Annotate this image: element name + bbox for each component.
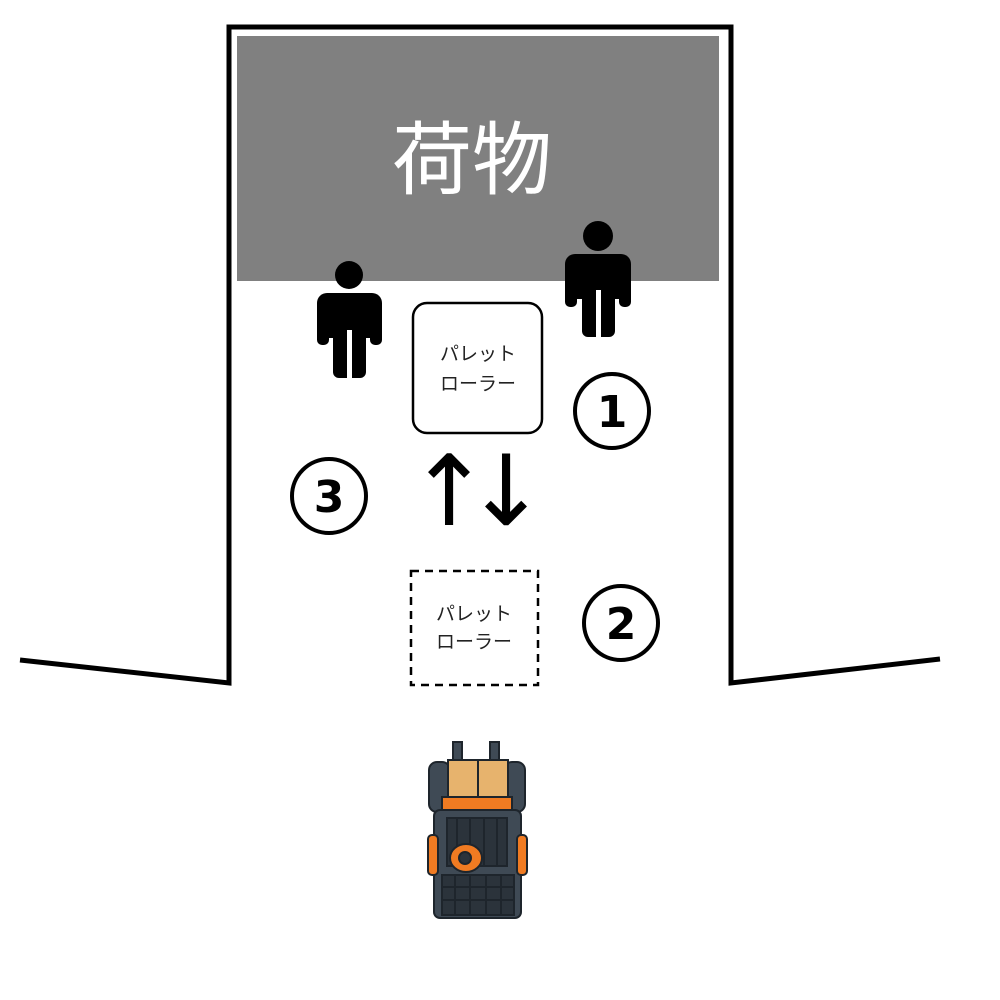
arrow-down: ↓: [465, 435, 547, 549]
pallet-roller-label-line2: ローラー: [440, 373, 516, 395]
pallet-roller-moved-label-line2: ローラー: [436, 631, 512, 653]
step-1-number: 1: [597, 387, 628, 438]
pallet-roller-current: パレット ローラー: [411, 301, 544, 435]
step-3-marker: 3: [290, 457, 368, 535]
cargo-label: 荷物: [392, 114, 552, 207]
step-3-number: 3: [314, 472, 345, 523]
step-2-number: 2: [606, 599, 637, 650]
person-icon: [317, 261, 382, 378]
wall-outline: [19, 24, 941, 686]
pallet-roller-moved-label-line1: パレット: [436, 603, 512, 625]
cargo-area: [237, 36, 719, 281]
pallet-roller-moved: パレット ローラー: [409, 569, 540, 687]
step-1-marker: 1: [573, 372, 651, 450]
step-2-marker: 2: [582, 584, 660, 662]
arrow-up: ↑: [408, 435, 490, 549]
pallet-roller-label-line1: パレット: [440, 343, 516, 365]
forklift-icon: [427, 741, 528, 919]
person-icon: [565, 221, 631, 337]
